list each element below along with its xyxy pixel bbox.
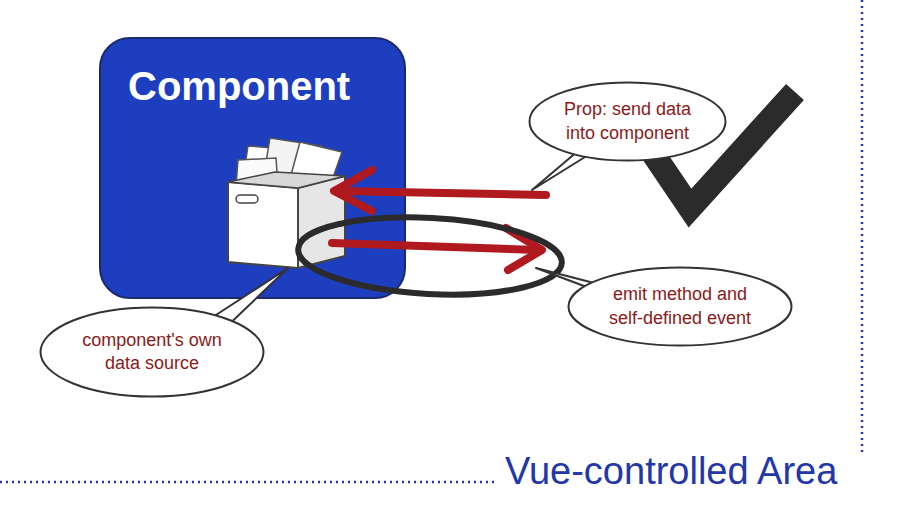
bubble-text-group: component's own data source: [72, 329, 232, 376]
speech-bubble: component's own data source: [39, 306, 265, 398]
bubble-text-group: Prop: send data into component: [558, 98, 698, 145]
highlight-ellipse: [296, 211, 564, 301]
file-box: [228, 138, 345, 268]
area-label: Vue-controlled Area: [505, 450, 837, 493]
bubble-text: emit method and self-defined event: [600, 283, 760, 330]
bubble-text: component's own data source: [72, 329, 232, 376]
bubble-ellipse: [569, 268, 792, 346]
bubble-ellipse: [530, 83, 726, 161]
emit-arrow: [332, 228, 542, 270]
area-border: [0, 481, 498, 484]
bubble-outline: [39, 306, 265, 398]
component-square: [100, 38, 405, 298]
bubble-ellipse: [41, 308, 264, 397]
component-box: Component: [100, 38, 405, 298]
speech-bubble: Prop: send data into component: [528, 81, 727, 162]
bubble-outline: [528, 81, 727, 162]
bubble-outline: [567, 266, 793, 347]
component-title: Component: [128, 64, 350, 109]
bubble-text: Prop: send data into component: [558, 98, 698, 145]
area-border: [861, 0, 864, 452]
prop-arrow: [334, 170, 546, 211]
speech-bubble: emit method and self-defined event: [567, 266, 793, 347]
bubble-text-group: emit method and self-defined event: [600, 283, 760, 330]
